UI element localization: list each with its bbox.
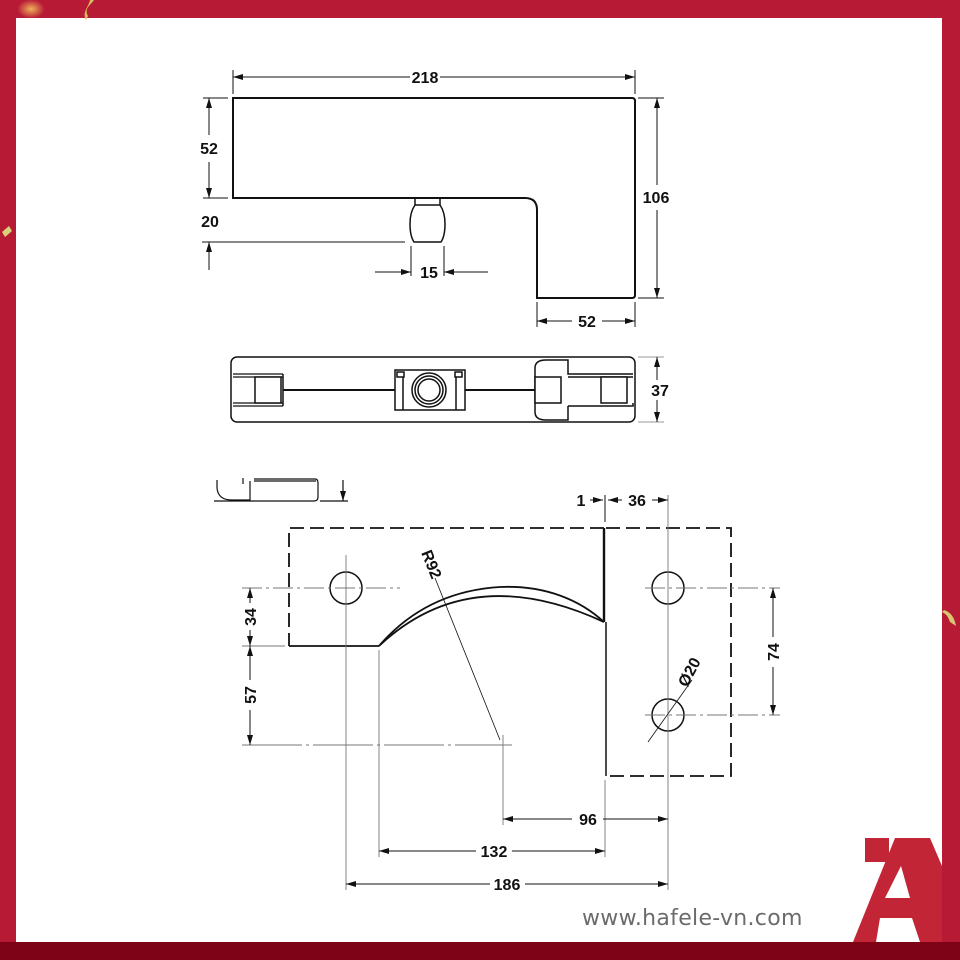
dim-74: 74 xyxy=(766,643,783,661)
dim-dia20: Ø20 xyxy=(676,655,705,690)
dim-106: 106 xyxy=(643,190,670,207)
top-view-dimensions xyxy=(202,70,664,327)
knob-outline xyxy=(409,198,446,243)
front-view xyxy=(230,356,636,423)
top-view-outline xyxy=(232,97,636,299)
template-dimensions xyxy=(247,497,776,887)
dim-186: 186 xyxy=(494,877,521,894)
confetti-glow xyxy=(18,0,44,18)
mounting-template xyxy=(288,527,732,777)
dim-36: 36 xyxy=(628,493,646,510)
hafele-a-logo-icon xyxy=(853,838,942,942)
side-detail xyxy=(214,478,348,502)
frame-bottom-band xyxy=(0,942,960,960)
dim-15: 15 xyxy=(420,265,438,282)
dim-132: 132 xyxy=(481,844,508,861)
website-url[interactable]: www.hafele-vn.com xyxy=(582,906,803,931)
dim-52-left: 52 xyxy=(200,141,218,158)
dim-96: 96 xyxy=(579,812,597,829)
dim-57: 57 xyxy=(243,686,260,704)
dim-34: 34 xyxy=(243,608,260,626)
template-centerlines xyxy=(242,495,780,890)
dim-37: 37 xyxy=(651,383,669,400)
confetti-ribbon-icon xyxy=(84,0,94,20)
dim-52-bottom: 52 xyxy=(578,314,596,331)
top-view xyxy=(232,97,636,299)
dim-218: 218 xyxy=(412,70,439,87)
drawing-sheet xyxy=(16,18,942,942)
dim-20: 20 xyxy=(201,214,219,231)
confetti-piece-icon xyxy=(942,610,956,626)
dim-r92: R92 xyxy=(417,548,444,582)
front-view-dimensions xyxy=(638,356,664,423)
confetti-piece-icon xyxy=(2,226,12,237)
dim-1: 1 xyxy=(577,493,586,510)
